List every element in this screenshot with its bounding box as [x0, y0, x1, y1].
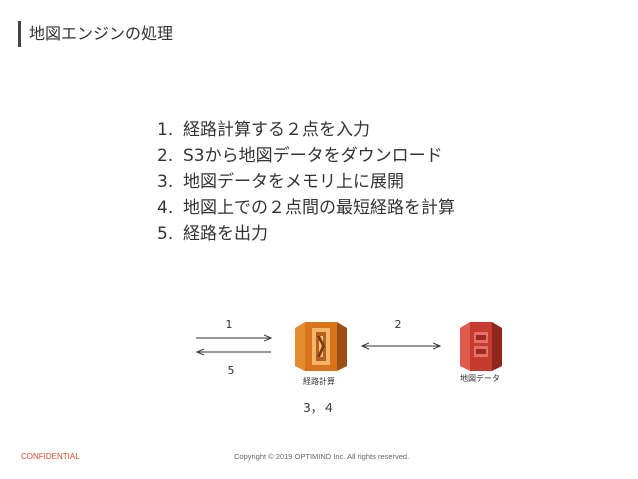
page-title: 地図エンジンの処理 [29, 24, 174, 43]
step-text: 地図上での２点間の最短経路を計算 [183, 198, 455, 218]
copyright-text: Copyright © 2019 OPTIMIND Inc. All right… [234, 452, 410, 461]
compute-steps-caption: 3，４ [303, 401, 335, 415]
step-number: 1. [157, 120, 174, 140]
step-text: 経路計算する２点を入力 [183, 120, 370, 140]
input-arrow-label: 1 [226, 318, 233, 331]
list-item: 3. 地図データをメモリ上に展開 [157, 169, 455, 195]
title-accent-bar [18, 21, 21, 47]
storage-arrow-label: 2 [395, 318, 402, 331]
list-item: 4. 地図上での２点間の最短経路を計算 [157, 195, 455, 221]
step-number: 3. [157, 172, 174, 192]
steps-list: 1. 経路計算する２点を入力 2. S3から地図データをダウンロード 3. 地図… [157, 117, 455, 247]
list-item: 2. S3から地図データをダウンロード [157, 143, 455, 169]
output-arrow-label: 5 [228, 364, 235, 377]
compute-label: 経路計算 [303, 376, 335, 386]
step-number: 2. [157, 146, 174, 166]
list-item: 5. 経路を出力 [157, 221, 455, 247]
step-number: 5. [157, 224, 174, 244]
list-item: 1. 経路計算する２点を入力 [157, 117, 455, 143]
step-number: 4. [157, 198, 174, 218]
aws-s3-icon [460, 322, 502, 371]
storage-label: 地図データ [460, 373, 500, 383]
step-text: S3から地図データをダウンロード [183, 146, 443, 166]
step-text: 地図データをメモリ上に展開 [183, 172, 404, 192]
step-text: 経路を出力 [183, 224, 268, 244]
aws-lambda-icon [295, 322, 347, 371]
confidential-label: CONFIDENTIAL [21, 452, 80, 461]
